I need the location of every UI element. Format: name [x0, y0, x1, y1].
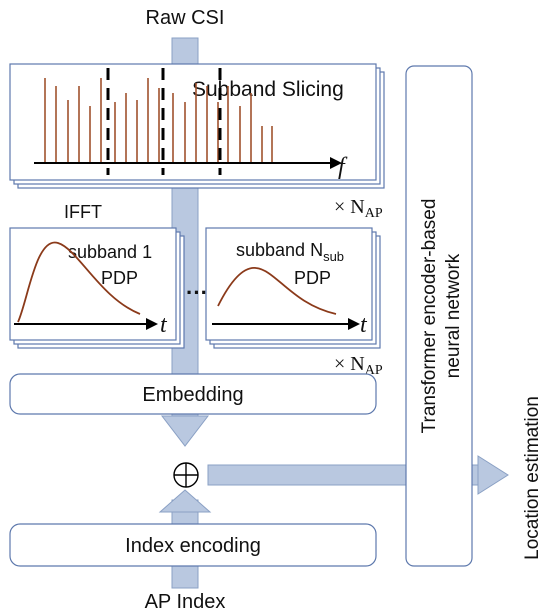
transformer-label-2: neural network: [443, 253, 464, 378]
output-arrowhead: [477, 455, 509, 495]
pdp1-time-label: t: [160, 312, 168, 338]
slice-dashed-lines: [106, 68, 222, 175]
pdpN-time-arrowhead: [348, 318, 360, 330]
pdpN-subband-label: subband Nsub: [236, 240, 344, 264]
embedding-box: [9, 373, 377, 415]
embedding-down-arrowhead: [160, 415, 210, 447]
output-label: Location estimation: [522, 396, 543, 560]
index-encoding-label: Index encoding: [125, 535, 261, 557]
pdp1-time-arrowhead: [146, 318, 158, 330]
ellipsis: ···: [186, 280, 208, 305]
ap-index-label: AP Index: [145, 591, 226, 613]
freq-axis-label: f: [338, 154, 348, 180]
pdp1-pdp-label: PDP: [101, 268, 138, 288]
index-up-arrowhead: [158, 489, 212, 513]
ifft-label: IFFT: [64, 202, 102, 222]
transformer-box: [405, 65, 473, 567]
repeat-label-top: × NAP: [334, 196, 383, 221]
pdpN-time-label: t: [360, 312, 368, 338]
pdpN-curve: [217, 267, 337, 315]
csi-stems: [44, 78, 273, 163]
pdp1-subband-label: subband 1: [68, 242, 152, 262]
slicing-box: [9, 63, 377, 181]
slicing-label: Subband Slicing: [192, 78, 344, 101]
freq-axis-arrowhead: [330, 157, 342, 169]
index-encoding-box: [9, 523, 377, 567]
embedding-label: Embedding: [142, 384, 243, 406]
raw-csi-label: Raw CSI: [146, 7, 225, 29]
pdp1-curve: [17, 241, 141, 323]
pdpN-box: [205, 227, 373, 341]
repeat-label-bottom: × NAP: [334, 353, 383, 378]
pdpN-pdp-label: PDP: [294, 268, 331, 288]
transformer-label-1: Transformer encoder-based: [419, 199, 440, 434]
